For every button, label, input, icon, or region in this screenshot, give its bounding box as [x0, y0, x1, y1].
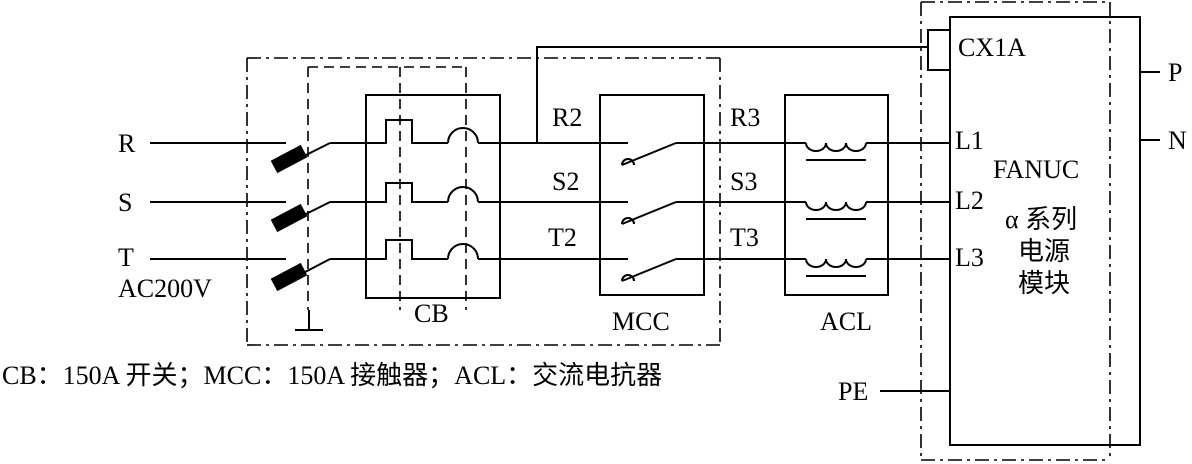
label-ac200v: AC200V [118, 274, 212, 303]
label-t2: T2 [548, 223, 577, 252]
label-s2: S2 [552, 167, 579, 196]
breaker-contacts [270, 142, 331, 331]
label-pe: PE [838, 377, 868, 406]
label-l2: L2 [955, 186, 984, 215]
power-module-box [880, 16, 1160, 446]
label-t3: T3 [730, 223, 759, 252]
cx1a-control-wire [536, 46, 928, 143]
label-s: S [118, 188, 132, 217]
label-cb: CB [414, 299, 449, 328]
cb-dashed-group [307, 66, 467, 310]
caption: CB：150A 开关；MCC：150A 接触器；ACL：交流电抗器 [2, 361, 662, 390]
label-l3: L3 [955, 243, 984, 272]
label-fanuc: FANUC [993, 155, 1079, 184]
label-r3: R3 [730, 103, 760, 132]
label-cx1a: CX1A [958, 33, 1026, 62]
label-series: α 系列 [1005, 205, 1077, 234]
label-r: R [118, 129, 136, 158]
cb-box [330, 94, 600, 299]
label-power: 电源 [1018, 237, 1070, 266]
label-n: N [1168, 126, 1187, 155]
acl-box [784, 94, 950, 296]
mcc-box [599, 94, 785, 296]
label-p: P [1168, 58, 1182, 87]
module-enclosure [920, 1, 1111, 461]
label-t: T [118, 243, 134, 272]
label-r2: R2 [552, 103, 582, 132]
label-l1: L1 [955, 126, 984, 155]
label-mcc: MCC [612, 307, 670, 336]
label-s3: S3 [730, 167, 757, 196]
input-wires [150, 142, 286, 260]
label-acl: ACL [820, 307, 872, 336]
label-module: 模块 [1018, 269, 1070, 298]
